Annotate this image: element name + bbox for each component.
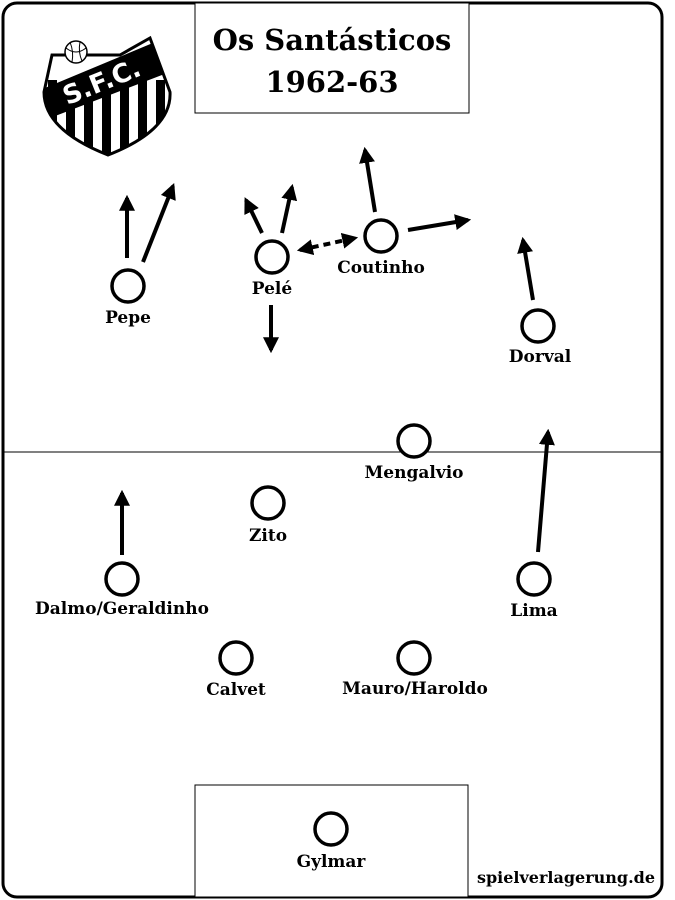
- arrow-pepe-diagonal: [141, 183, 176, 263]
- player-label-lima: Lima: [510, 601, 557, 621]
- player-label-mengalvio: Mengalvio: [364, 463, 463, 483]
- player-marker-dalmo: [104, 561, 140, 597]
- arrow-pele-right: [280, 183, 298, 234]
- player-marker-pele: [254, 239, 290, 275]
- player-marker-calvet: [218, 640, 254, 676]
- player-label-coutinho: Coutinho: [337, 258, 425, 278]
- player-label-calvet: Calvet: [206, 680, 266, 700]
- arrow-dorval-forward: [517, 236, 535, 301]
- player-marker-coutinho: [363, 218, 399, 254]
- player-label-pele: Pelé: [252, 279, 293, 299]
- movement-arrows: [114, 146, 555, 555]
- title-line-1: Os Santásticos: [213, 23, 452, 57]
- player-label-pepe: Pepe: [105, 308, 151, 328]
- arrow-coutinho-forward: [359, 146, 377, 213]
- player-marker-gylmar: [313, 811, 349, 847]
- player-marker-zito: [250, 485, 286, 521]
- player-label-gylmar: Gylmar: [297, 852, 367, 872]
- player-label-dorval: Dorval: [509, 347, 572, 367]
- player-label-mauro-haroldo: Mauro/Haroldo: [342, 679, 488, 699]
- santos-crest-logo: S.F.C.: [42, 35, 172, 157]
- title-box: [194, 2, 470, 114]
- player-marker-mauro: [396, 640, 432, 676]
- arrow-lima-overlap: [536, 428, 555, 553]
- title-line-2: 1962-63: [265, 65, 398, 99]
- player-label-zito: Zito: [249, 526, 287, 546]
- arrow-pele-left: [244, 197, 264, 234]
- player-label-dalmo-geraldinho: Dalmo/Geraldinho: [35, 599, 209, 619]
- player-marker-lima: [516, 561, 552, 597]
- player-marker-pepe: [110, 268, 146, 304]
- player-marker-dorval: [520, 308, 556, 344]
- player-marker-mengalvio: [396, 423, 432, 459]
- watermark: spielverlagerung.de: [477, 868, 655, 887]
- arrow-coutinho-right: [407, 214, 472, 232]
- arrow-pele-coutinho-interchange: [296, 232, 359, 256]
